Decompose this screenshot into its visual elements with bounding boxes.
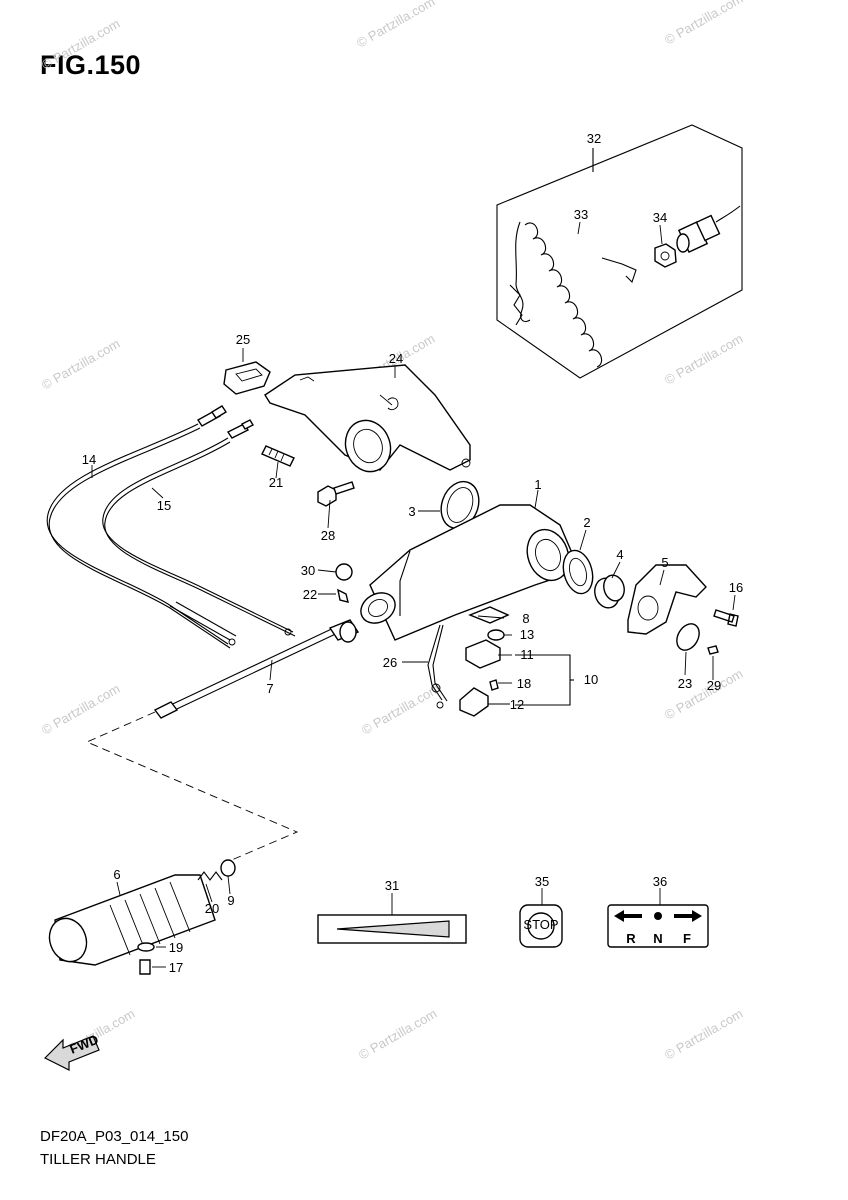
handle-bracket: [264, 364, 471, 473]
callout-20: 20: [205, 901, 219, 916]
wire-clip: [427, 624, 448, 702]
leader-lines: [91, 221, 736, 968]
throttle-arm: [627, 564, 707, 635]
stop-decal: STOP: [519, 904, 563, 948]
watermark: © Partzilla.com: [662, 331, 745, 388]
grip-screw: [139, 959, 151, 975]
diagram-code: DF20A_P03_014_150: [40, 1128, 189, 1145]
nut: [654, 243, 677, 268]
watermark: © Partzilla.com: [39, 681, 122, 738]
spring: [197, 871, 223, 881]
throttle-grip: [48, 874, 216, 966]
stop-switch: [676, 205, 741, 254]
callout-12: 12: [510, 697, 524, 712]
throttle-shaft: [153, 619, 360, 719]
watermark: © Partzilla.com: [662, 0, 745, 48]
watermark: © Partzilla.com: [39, 336, 122, 393]
callout-19: 19: [169, 940, 183, 955]
watermark: © Partzilla.com: [39, 16, 122, 73]
watermark: © Partzilla.com: [662, 1006, 745, 1063]
callout-15: 15: [157, 498, 171, 513]
callout-9: 9: [227, 893, 234, 908]
screw: [713, 609, 739, 627]
small-washer: [487, 629, 505, 641]
assembly-leader: [85, 711, 299, 863]
callout-1: 1: [534, 477, 541, 492]
end-cap: [220, 859, 236, 877]
callout-32: 32: [587, 131, 601, 146]
callout-29: 29: [707, 678, 721, 693]
adjust-knob: [459, 687, 489, 717]
grip-washer: [137, 942, 155, 952]
callout-26: 26: [383, 655, 397, 670]
callout-13: 13: [520, 627, 534, 642]
callout-labels: 1 2 3 4 5 6 7 8 9 10 11 12 13 14 15 16 1…: [82, 131, 743, 975]
callout-3: 3: [408, 504, 415, 519]
callout-14: 14: [82, 452, 96, 467]
grommet: [223, 361, 271, 395]
callout-31: 31: [385, 878, 399, 893]
callout-6: 6: [113, 867, 120, 882]
friction-disc: [676, 623, 700, 651]
fwd-arrow-icon: FWD: [43, 1032, 101, 1071]
callout-2: 2: [583, 515, 590, 530]
watermark: © Partzilla.com: [359, 681, 442, 738]
lanyard-coil: [509, 221, 637, 368]
bolt: [317, 481, 355, 507]
throttle-decal: [317, 914, 467, 944]
callout-4: 4: [616, 547, 623, 562]
shift-label-r: R: [626, 931, 636, 946]
callout-11: 11: [520, 647, 534, 662]
small-screw: [707, 645, 719, 655]
plate: [468, 606, 510, 624]
collar: [594, 574, 625, 609]
small-screw: [489, 679, 499, 691]
callout-21: 21: [269, 475, 283, 490]
callout-36: 36: [653, 874, 667, 889]
cap: [335, 563, 353, 581]
callout-28: 28: [321, 528, 335, 543]
watermark: © Partzilla.com: [662, 666, 745, 723]
shift-label-f: F: [683, 931, 691, 946]
callout-5: 5: [661, 555, 668, 570]
bracket: [465, 639, 501, 669]
callout-25: 25: [236, 332, 250, 347]
callout-35: 35: [535, 874, 549, 889]
callout-16: 16: [729, 580, 743, 595]
callout-18: 18: [517, 676, 531, 691]
shift-decal: R N F: [607, 904, 709, 948]
callout-8: 8: [522, 611, 529, 626]
shift-label-n: N: [653, 931, 662, 946]
cables: [46, 405, 296, 649]
clip: [337, 588, 349, 603]
callout-23: 23: [678, 676, 692, 691]
callout-22: 22: [303, 587, 317, 602]
watermark: © Partzilla.com: [354, 0, 437, 51]
figure-title: FIG.150: [40, 50, 142, 80]
callout-34: 34: [653, 210, 667, 225]
watermark: © Partzilla.com: [356, 1006, 439, 1063]
callout-7: 7: [266, 681, 273, 696]
callout-17: 17: [169, 960, 183, 975]
callout-33: 33: [574, 207, 588, 222]
pin: [261, 445, 295, 467]
stop-switch-kit: [496, 124, 743, 379]
callout-10: 10: [584, 672, 598, 687]
tiller-handle-body: [360, 504, 576, 641]
diagram-name: TILLER HANDLE: [40, 1151, 156, 1168]
callout-24: 24: [389, 351, 403, 366]
callout-30: 30: [301, 563, 315, 578]
stop-decal-text: STOP: [523, 917, 558, 932]
bushing-ring: [440, 480, 480, 530]
washer: [562, 549, 594, 595]
